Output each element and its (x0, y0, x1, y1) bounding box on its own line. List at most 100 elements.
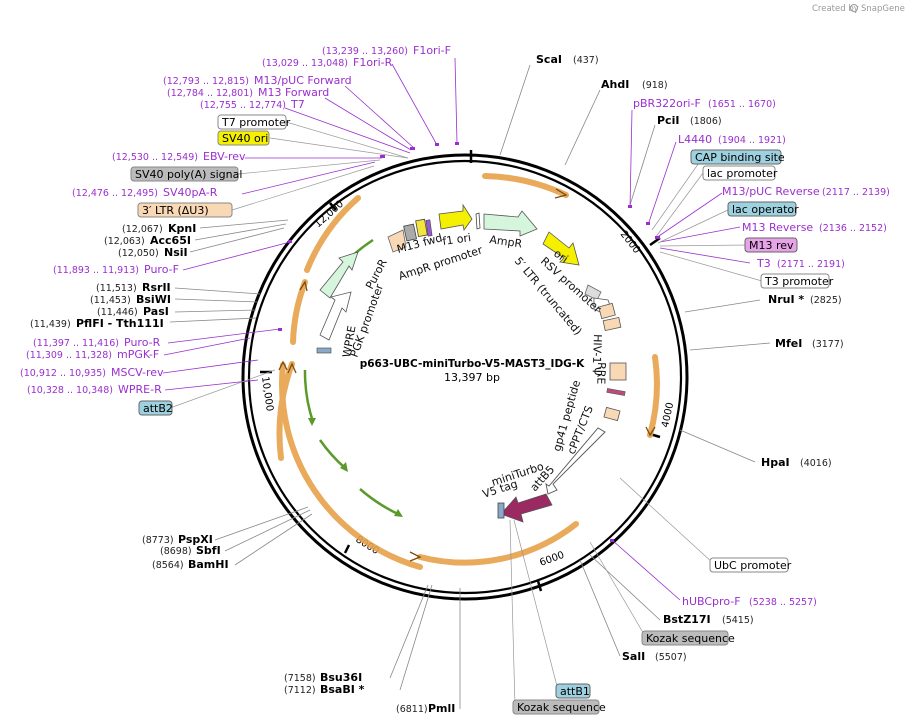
box-lac-operator[interactable] (727, 201, 797, 217)
primer-m13puc-fwd-pos: (12,793 .. 12,815) (163, 76, 249, 87)
primer-m13puc-rev[interactable]: M13/pUC Reverse (722, 185, 820, 198)
map-title: p663-UBC-miniTurbo-V5-MAST3_IDG-K (360, 358, 585, 370)
feature-ampr-promoter (475, 212, 481, 230)
box-ubc-promoter[interactable] (709, 557, 789, 573)
enzyme-rsrii[interactable]: RsrII (142, 281, 171, 294)
box-kozak-2-label: Kozak sequence (517, 701, 606, 714)
backbone-outer-ring (241, 153, 689, 601)
box-attb2[interactable] (138, 400, 173, 416)
primer-pbr322ori-f[interactable]: pBR322ori-F (633, 97, 701, 110)
credit-text: Created by (812, 4, 859, 14)
enzyme-sbfi[interactable]: SbfI (196, 544, 221, 557)
box-t7-promoter[interactable] (217, 114, 287, 130)
enzyme-bsu36i[interactable]: Bsu36I (320, 671, 362, 684)
enzyme-acc65i[interactable]: Acc65I (150, 234, 191, 247)
enzyme-scai-pos: (437) (573, 55, 599, 66)
enzyme-bamhi[interactable]: BamHI (188, 558, 229, 571)
box-attb1[interactable] (555, 683, 591, 699)
enzyme-kpni[interactable]: KpnI (168, 222, 196, 235)
label-hiv1: HIV-1 Ψ (590, 334, 604, 376)
box-kozak-2[interactable] (512, 699, 600, 715)
primer-t3[interactable]: T3 (756, 257, 771, 270)
enzyme-bamhi-pos: (8564) (152, 560, 184, 571)
primer-mscv-rev[interactable]: MSCV-rev (111, 366, 164, 379)
primer-m13puc-fwd[interactable]: M13/pUC Forward (254, 74, 352, 87)
primer-mpgk-f[interactable]: mPGK-F (117, 348, 159, 361)
feature-v5tag-block (497, 502, 505, 519)
enzyme-hpai[interactable]: HpaI (761, 456, 790, 469)
box-m13-rev[interactable] (744, 237, 798, 253)
primer-hubcpro-f[interactable]: hUBCpro-F (682, 595, 741, 608)
box-kozak-1[interactable] (641, 630, 729, 646)
box-ltr3[interactable] (137, 202, 233, 218)
primer-m13-rev[interactable]: M13 Reverse (742, 221, 813, 234)
primer-m13-fwd[interactable]: M13 Forward (258, 86, 329, 99)
box-t3-promoter[interactable] (760, 273, 830, 289)
feature-leader-lines (169, 121, 763, 707)
enzyme-nrui[interactable]: NruI * (768, 293, 804, 306)
box-sv40-polya[interactable] (130, 166, 239, 182)
primer-puro-r[interactable]: Puro-R (124, 336, 161, 349)
enzyme-labels: ScaI (437) AhdI (918) PciI (1806) NruI *… (30, 53, 844, 715)
primer-pbr322ori-f-pos: (1651 .. 1670) (708, 99, 776, 110)
feature-block-sv40ori (415, 218, 428, 238)
primer-ebv-rev[interactable]: EBV-rev (203, 150, 246, 163)
enzyme-nsii[interactable]: NsiI (164, 246, 188, 259)
box-lac-operator-label: lac operator (732, 203, 799, 216)
box-sv40-ori[interactable] (217, 130, 270, 146)
box-cap-binding[interactable] (690, 149, 782, 165)
enzyme-pasi[interactable]: PasI (143, 305, 169, 318)
enzyme-pcii[interactable]: PciI (657, 114, 679, 127)
primer-m13puc-rev-pos: (2117 .. 2139) (822, 187, 890, 198)
enzyme-pmli[interactable]: PmlI (428, 702, 455, 715)
primer-f1ori-r[interactable]: F1ori-R (353, 56, 393, 69)
box-m13-rev-label: M13 rev (749, 239, 794, 252)
primer-wpre-r[interactable]: WPRE-R (118, 383, 162, 396)
primer-labels: (13,239 .. 13,260) F1ori-F (13,029 .. 13… (20, 44, 890, 608)
enzyme-pspxi[interactable]: PspXI (178, 533, 213, 546)
feature-miniturbo-arrow (500, 493, 553, 523)
enzyme-ahdi[interactable]: AhdI (601, 78, 629, 91)
enzyme-leader-lines (169, 64, 771, 709)
enzyme-sali[interactable]: SalI (622, 650, 645, 663)
primer-f1ori-f[interactable]: F1ori-F (413, 44, 451, 57)
enzyme-pflfi[interactable]: PflFI - Tth111I (76, 317, 164, 330)
primer-t7[interactable]: T7 (290, 98, 305, 111)
box-t7-promoter-label: T7 promoter (221, 116, 291, 129)
enzyme-pasi-pos: (11,446) (97, 307, 138, 318)
primer-mscv-rev-pos: (10,912 .. 10,935) (20, 368, 106, 379)
primer-puro-f[interactable]: Puro-F (144, 263, 179, 276)
feature-block-cppt (603, 406, 621, 422)
enzyme-bstz17i-pos: (5415) (722, 615, 754, 626)
enzyme-mfei-pos: (3177) (812, 339, 844, 350)
enzyme-ahdi-pos: (918) (642, 80, 668, 91)
feature-block-t7 (425, 219, 433, 237)
tick-label-6000: 6000 (538, 550, 566, 569)
backbone-inner-ring (247, 159, 683, 595)
primer-l4440[interactable]: L4440 (678, 133, 712, 146)
primer-sv40pa-r[interactable]: SV40pA-R (163, 186, 218, 199)
enzyme-pmli-pos: (6811) (396, 704, 428, 715)
enzyme-scai[interactable]: ScaI (536, 53, 562, 66)
feature-block-rre (609, 362, 627, 381)
box-ubc-promoter-label: UbC promoter (714, 559, 792, 572)
primer-l4440-pos: (1904 .. 1921) (718, 135, 786, 146)
box-t3-promoter-label: T3 promoter (764, 275, 834, 288)
enzyme-nrui-pos: (2825) (810, 295, 842, 306)
tick-label-4000: 4000 (660, 401, 676, 428)
primer-sv40pa-r-pos: (12,476 .. 12,495) (72, 188, 158, 199)
feature-ori-arrow (542, 231, 580, 266)
enzyme-rsrii-pos: (11,513) (96, 283, 137, 294)
enzyme-pflfi-pos: (11,439) (30, 319, 71, 330)
feature-block-m13fwd (403, 223, 418, 242)
enzyme-bsabi[interactable]: BsaBI * (320, 683, 365, 696)
enzyme-mfei[interactable]: MfeI (775, 337, 802, 350)
feature-pgk-promoter-arrow (319, 291, 352, 341)
enzyme-bsiwi[interactable]: BsiWI (136, 293, 171, 306)
enzyme-bstz17i[interactable]: BstZ17I (663, 613, 711, 626)
feature-ubc-promoter-arrow (545, 427, 606, 495)
box-lac-promoter[interactable] (702, 165, 776, 181)
box-ltr3-label: 3′ LTR (ΔU3) (142, 204, 209, 217)
